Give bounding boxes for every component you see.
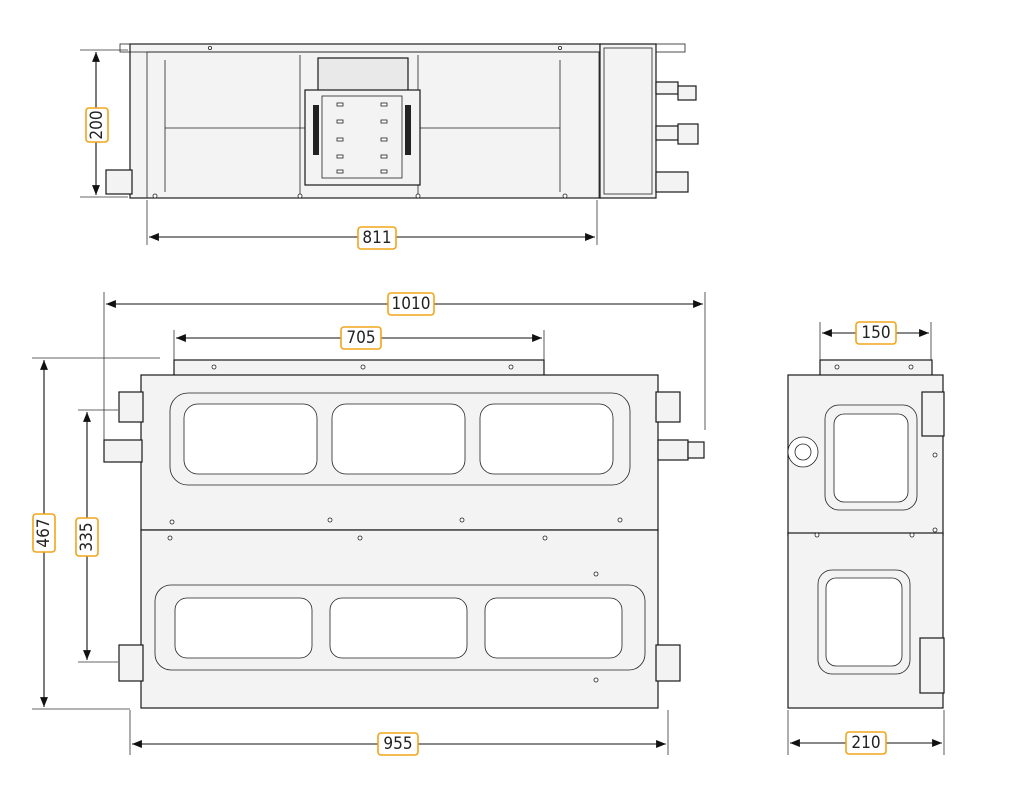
svg-text:1010: 1010 [392, 294, 431, 314]
dim-label-335: 335 [75, 517, 99, 557]
dim-label-705: 705 [340, 326, 382, 350]
front-view [103, 359, 705, 709]
dim-label-811: 811 [357, 226, 397, 250]
svg-text:150: 150 [861, 323, 890, 343]
svg-text:467: 467 [34, 518, 54, 547]
top-view [105, 43, 699, 199]
dim-label-467: 467 [32, 513, 56, 553]
dim-label-150: 150 [855, 321, 897, 345]
dim-label-210: 210 [845, 731, 887, 755]
svg-text:335: 335 [77, 522, 97, 551]
dim-label-1010: 1010 [387, 292, 435, 316]
svg-text:200: 200 [87, 110, 107, 139]
dim-label-955: 955 [377, 732, 419, 756]
svg-text:210: 210 [851, 733, 880, 753]
svg-text:705: 705 [346, 328, 375, 348]
dim-label-200: 200 [85, 107, 109, 143]
svg-text:955: 955 [383, 734, 412, 754]
side-view [787, 359, 945, 709]
svg-text:811: 811 [362, 228, 391, 248]
